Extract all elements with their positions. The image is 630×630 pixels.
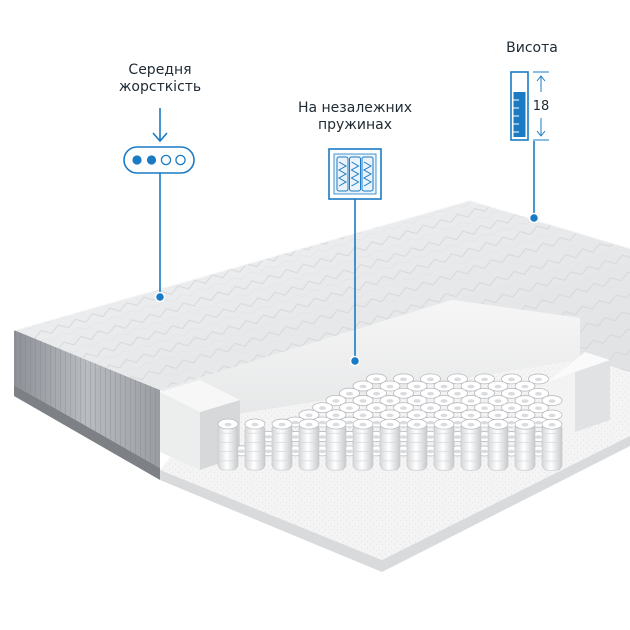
pocket-spring (447, 387, 468, 399)
pocket-spring (528, 387, 549, 399)
springs-label-line2: пружинах (317, 117, 393, 133)
pocket-spring (474, 387, 495, 399)
pocket-spring (541, 409, 563, 421)
pocket-spring (447, 373, 468, 385)
pocket-spring (393, 402, 414, 414)
pocket-springs-icon (328, 148, 382, 200)
pocket-spring (474, 373, 495, 385)
pocket-spring (339, 402, 360, 414)
pocket-spring (514, 418, 536, 471)
springs-callout (328, 148, 382, 367)
pocket-spring (352, 418, 374, 471)
pocket-spring (420, 373, 441, 385)
pocket-spring (420, 387, 441, 399)
pocket-spring (325, 394, 347, 406)
pocket-spring (393, 373, 414, 385)
pocket-spring (460, 409, 482, 421)
callout-dot (349, 355, 361, 367)
pocket-spring (433, 395, 455, 406)
pocket-spring (352, 395, 374, 406)
pocket-spring (514, 409, 536, 421)
firmness-label-line1: Середня (128, 62, 192, 78)
pocket-spring (217, 418, 239, 471)
pocket-spring (420, 402, 441, 414)
pocket-spring (460, 395, 482, 406)
pocket-spring (433, 380, 455, 392)
pocket-spring-field (217, 373, 563, 471)
pocket-spring (487, 418, 509, 471)
pocket-spring (487, 380, 509, 392)
pocket-spring (325, 418, 347, 471)
pocket-spring (271, 418, 293, 471)
mattress-cutaway-image (13, 198, 630, 572)
pocket-spring (406, 418, 428, 471)
pocket-spring (379, 380, 401, 392)
firmness-label-line2: жорсткість (118, 79, 202, 95)
pocket-spring (393, 387, 414, 399)
height-label: Висота (492, 40, 572, 57)
pocket-spring (312, 402, 333, 414)
pocket-spring (487, 395, 509, 406)
pocket-spring (460, 380, 482, 392)
firmness-label: Середня жорсткість (102, 62, 218, 96)
pocket-spring (460, 418, 482, 471)
pocket-spring (474, 402, 495, 414)
pocket-spring (514, 395, 536, 406)
height-value: 18 (533, 99, 550, 114)
pocket-spring (528, 373, 549, 385)
pocket-spring (541, 395, 563, 406)
pocket-spring (366, 387, 387, 399)
pocket-spring (433, 418, 455, 471)
pocket-spring (501, 373, 522, 385)
pocket-spring (406, 409, 428, 421)
pocket-spring (541, 418, 563, 471)
height-callout: 18 (510, 71, 550, 224)
pocket-spring (366, 373, 387, 385)
pocket-spring (501, 402, 522, 414)
callout-dot (528, 212, 540, 224)
height-gauge-icon (510, 71, 549, 141)
pocket-spring (352, 380, 374, 392)
height-label-text: Висота (506, 40, 558, 56)
pocket-spring (366, 402, 387, 414)
pocket-spring (501, 387, 522, 399)
pocket-spring (528, 402, 549, 414)
pocket-spring (379, 395, 401, 406)
springs-label-line1: На незалежних (297, 100, 413, 116)
pocket-spring (406, 395, 428, 406)
springs-label: На незалежних пружинах (280, 100, 430, 134)
pocket-spring (244, 418, 266, 471)
pocket-spring (406, 380, 428, 392)
callout-dot (154, 291, 166, 303)
firmness-dots-icon (123, 146, 195, 174)
firmness-callout (123, 108, 195, 303)
pocket-spring (298, 418, 320, 471)
arrow-down-icon (152, 108, 168, 143)
pocket-spring (379, 418, 401, 471)
pocket-spring (487, 409, 509, 421)
pocket-spring (339, 387, 360, 399)
pocket-spring (447, 402, 468, 414)
pocket-spring (514, 380, 536, 392)
